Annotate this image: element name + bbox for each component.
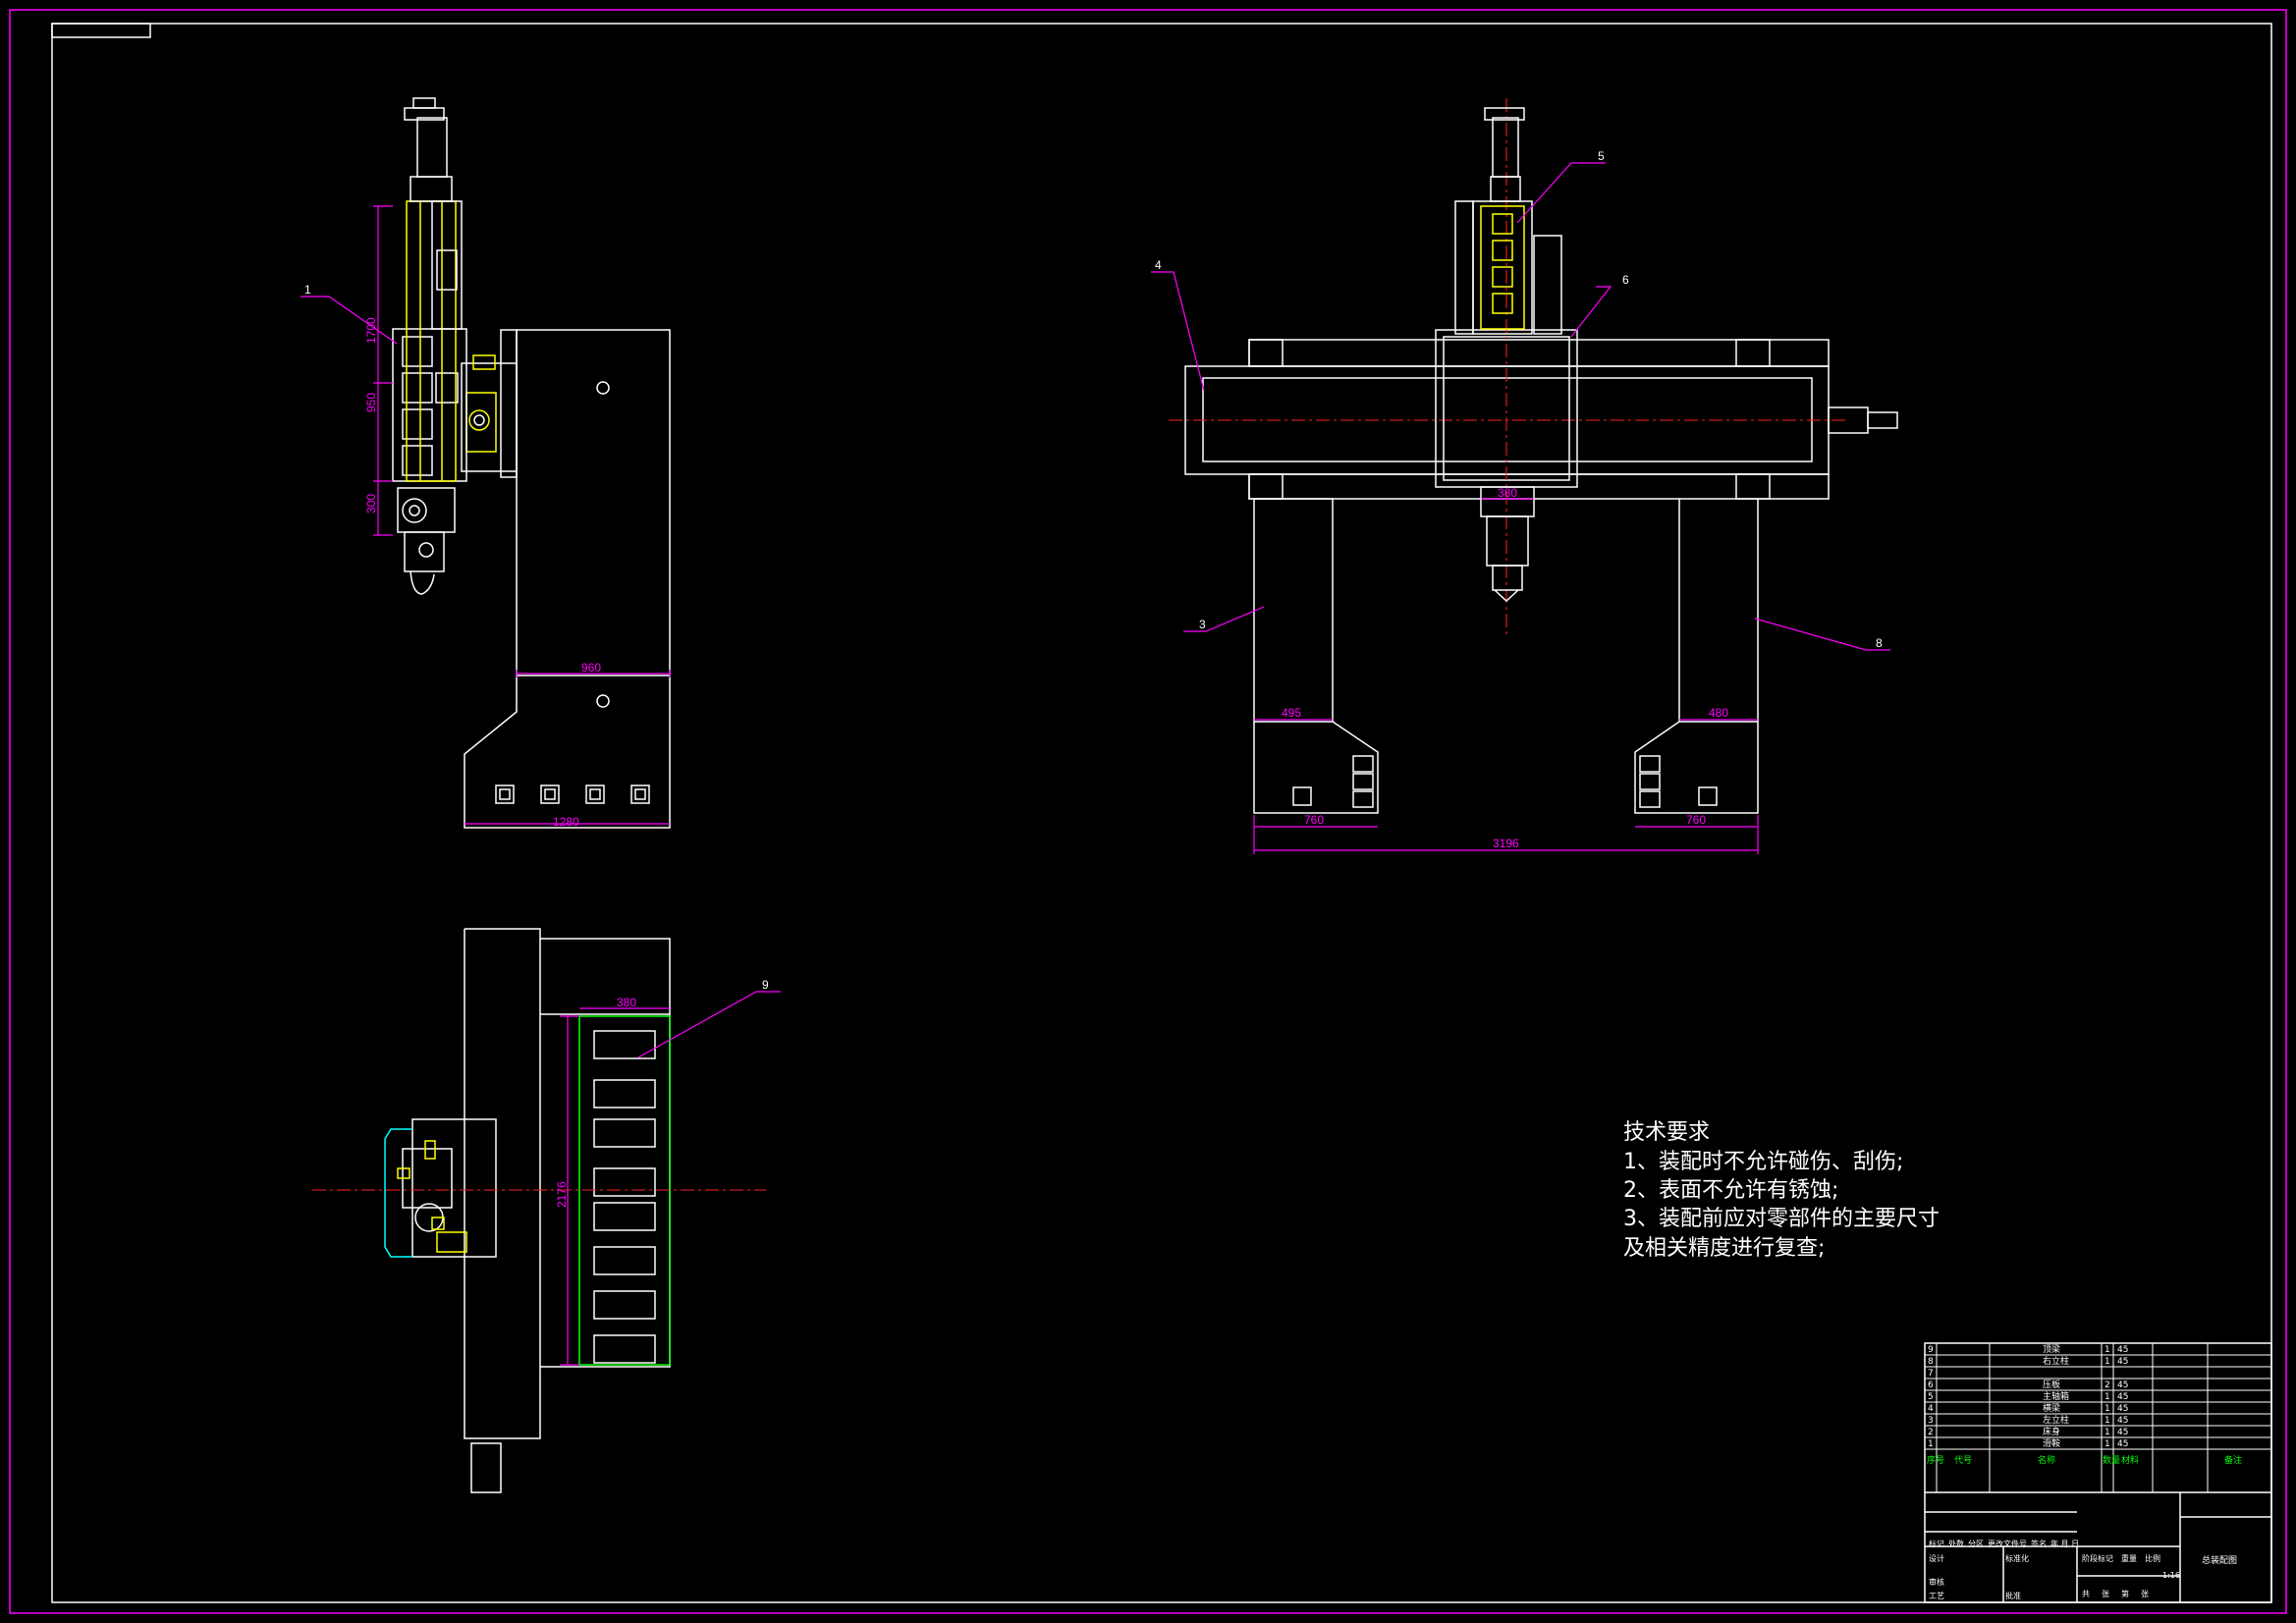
inner-frame xyxy=(51,23,2272,1603)
balloon-1: 1 xyxy=(304,283,311,297)
sheet-label: 张 xyxy=(2141,1590,2149,1598)
bom-row-name: 左立柱 xyxy=(2043,1414,2069,1426)
bom-row-name: 右立柱 xyxy=(2043,1355,2069,1367)
bom-row-material: 45 xyxy=(2117,1428,2128,1437)
bom-row-material: 45 xyxy=(2117,1345,2128,1355)
balloon-8: 8 xyxy=(1876,636,1883,650)
bom-row-material: 45 xyxy=(2117,1357,2128,1367)
bom-row-name: 顶梁 xyxy=(2043,1343,2060,1355)
bom-row-qty: 1 xyxy=(2105,1404,2110,1414)
dim-480: 480 xyxy=(1709,706,1728,720)
bom-row-no: 9 xyxy=(1928,1345,1934,1355)
bom-row-material: 45 xyxy=(2117,1439,2128,1449)
balloon-4: 4 xyxy=(1155,258,1162,272)
drawing-number-box xyxy=(51,23,151,38)
dim-3196: 3196 xyxy=(1493,837,1519,850)
outer-border xyxy=(9,9,2287,1614)
craft-label: 工艺 xyxy=(1929,1592,1944,1600)
top-view xyxy=(312,928,781,1493)
design-label: 设计 xyxy=(1929,1554,1944,1563)
scale-value: 1:16 xyxy=(2162,1571,2180,1580)
dim-300: 300 xyxy=(364,494,378,514)
bom-grid: 9 顶梁 1 45 8 右立柱 1 45 76 压板 2 45 5 主轴箱 1 45 4 横梁 1 45 3 左立柱 1 45… xyxy=(1924,1342,2272,1493)
balloon-9: 9 xyxy=(762,978,769,992)
stage-label: 阶段标记 xyxy=(2082,1554,2113,1563)
mark-row: 标记 处数 分区 更改文件号 签名 年 月 日 xyxy=(1929,1539,2079,1549)
bom-row-qty: 1 xyxy=(2105,1357,2110,1367)
dim-380-top: 380 xyxy=(617,996,636,1009)
dim-1700: 1700 xyxy=(364,317,378,344)
balloon-5: 5 xyxy=(1598,149,1605,163)
dim-2176: 2176 xyxy=(555,1181,569,1208)
mark-cell: 分区 xyxy=(1968,1540,1984,1548)
bom-row-material: 45 xyxy=(2117,1404,2128,1414)
stage-label: 比例 xyxy=(2145,1554,2160,1563)
bom-row-name: 横梁 xyxy=(2043,1402,2060,1414)
mark-cell: 更改文件号 xyxy=(1988,1540,2027,1548)
bom-row-no: 4 xyxy=(1928,1404,1934,1414)
bom-row-qty: 1 xyxy=(2105,1428,2110,1437)
dim-spindle: 380 xyxy=(1498,486,1517,500)
sheet-label: 第 xyxy=(2121,1590,2129,1598)
bom-row-no: 5 xyxy=(1928,1392,1934,1402)
dim-960: 960 xyxy=(581,661,601,675)
mark-cell: 签名 xyxy=(2031,1540,2047,1548)
bom-row-qty: 1 xyxy=(2105,1345,2110,1355)
approve-label: 批准 xyxy=(2005,1592,2021,1600)
title-block: 总装配图 标记 处数 分区 更改文件号 签名 年 月 日 设计 标准化 审核 工… xyxy=(1925,1492,2271,1602)
bom-row-no: 6 xyxy=(1928,1380,1934,1390)
sheet-labels: 共 张 第 张 xyxy=(2082,1589,2149,1599)
tech-line-3: 3、装配前应对零部件的主要尺寸 xyxy=(1623,1207,1940,1231)
tech-line-2: 2、表面不允许有锈蚀; xyxy=(1623,1178,1838,1203)
balloon-3: 3 xyxy=(1199,618,1206,631)
bom-row-no: 3 xyxy=(1928,1416,1934,1426)
mark-cell: 标记 xyxy=(1929,1540,1944,1548)
tech-line-1: 1、装配时不允许碰伤、刮伤; xyxy=(1623,1150,1903,1174)
side-view xyxy=(301,97,671,829)
drawing-name: 总装配图 xyxy=(2202,1556,2238,1566)
dim-495: 495 xyxy=(1282,706,1301,720)
front-view xyxy=(1151,98,1898,854)
standardize-label: 标准化 xyxy=(2005,1554,2029,1563)
sheet-label: 张 xyxy=(2102,1590,2109,1598)
bom-row-name: 压板 xyxy=(2043,1379,2060,1390)
bom-row-qty: 1 xyxy=(2105,1416,2110,1426)
bom-header-cell: 备注 xyxy=(2224,1454,2242,1466)
mark-cell: 年 月 日 xyxy=(2050,1540,2080,1548)
mark-cell: 处数 xyxy=(1948,1540,1964,1548)
bom-row-no: 1 xyxy=(1928,1439,1934,1449)
bom-row-no: 7 xyxy=(1928,1369,1934,1379)
bom-row-material: 45 xyxy=(2117,1380,2128,1390)
bom-row-name: 主轴箱 xyxy=(2043,1390,2069,1402)
bom-header-cell: 代号 xyxy=(1954,1455,1972,1466)
bom-row-material: 45 xyxy=(2117,1416,2128,1426)
bom-header-cell: 数量 xyxy=(2103,1454,2120,1466)
bom-row-qty: 1 xyxy=(2105,1392,2110,1402)
bom-row-name: 床身 xyxy=(2043,1426,2060,1437)
bom-row-material: 45 xyxy=(2117,1392,2128,1402)
bom-row-qty: 1 xyxy=(2105,1439,2110,1449)
dim-760-left: 760 xyxy=(1304,813,1324,827)
bom-row-no: 2 xyxy=(1928,1428,1934,1437)
bom-row-qty: 2 xyxy=(2105,1380,2110,1390)
bom-header-cell: 序号 xyxy=(1927,1454,1944,1466)
dim-950: 950 xyxy=(364,393,378,412)
bom-header-cell: 材料 xyxy=(2121,1454,2139,1466)
stage-labels: 阶段标记 重量 比例 xyxy=(2082,1553,2160,1564)
tech-line-4: 及相关精度进行复查; xyxy=(1623,1236,1825,1261)
stage-label: 重量 xyxy=(2121,1554,2137,1563)
review-label: 审核 xyxy=(1929,1578,1944,1587)
bom-row-no: 8 xyxy=(1928,1357,1934,1367)
tech-title: 技术要求 xyxy=(1623,1120,1710,1145)
dim-760-right: 760 xyxy=(1686,813,1706,827)
dim-1280: 1280 xyxy=(553,815,579,829)
bom-row-name: 滑鞍 xyxy=(2043,1437,2060,1449)
sheet-label: 共 xyxy=(2082,1590,2090,1598)
balloon-6: 6 xyxy=(1622,273,1629,287)
bom-header-cell: 名称 xyxy=(2038,1454,2055,1466)
